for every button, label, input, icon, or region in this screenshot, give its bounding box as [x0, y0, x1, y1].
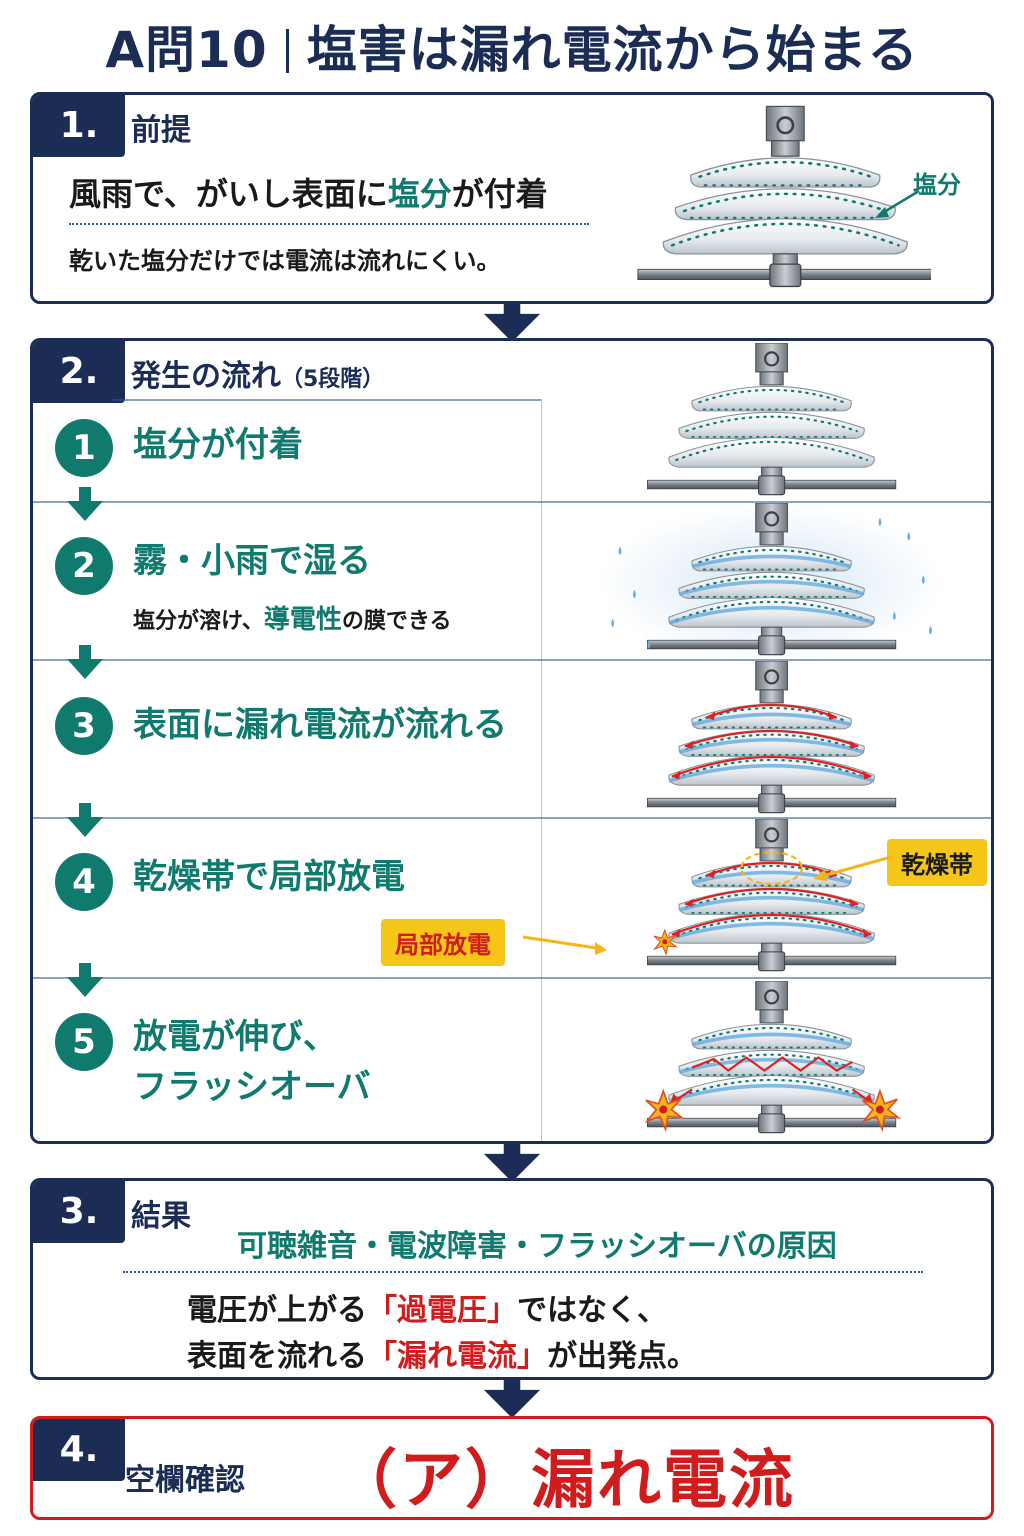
premise-line2: 乾いた塩分だけでは電流は流れにくい。 [69, 247, 501, 275]
flow-arrow-3 [483, 1380, 541, 1418]
title-prefix: A問10 [105, 21, 268, 79]
step-number: 2 [55, 537, 113, 595]
step-number: 1 [55, 419, 113, 477]
step-3-text: 表面に漏れ電流が流れる [133, 705, 507, 745]
step-2-sub-pre: 塩分が溶け、 [133, 609, 264, 634]
process-heading-sub: （5段階） [281, 367, 385, 392]
step-2-sub-emph: 導電性 [263, 605, 342, 635]
dry-band-pointer [813, 855, 892, 881]
step-divider [33, 817, 991, 819]
step-2-illustration [598, 503, 945, 659]
section-number: 1. [33, 95, 125, 157]
premise-divider [69, 223, 589, 225]
step-divider [33, 501, 991, 503]
answer-heading: 空欄確認 [125, 1463, 245, 1498]
step-arrow [67, 487, 103, 521]
step-5-illustration [645, 981, 900, 1134]
flow-arrow-1 [483, 304, 541, 342]
local-discharge-pointer [523, 935, 607, 955]
result-line2-pre: 表面を流れる [187, 1339, 367, 1374]
step-number: 5 [55, 1013, 113, 1071]
result-line1-emph: 「過電圧」 [367, 1293, 517, 1328]
section-number: 2. [33, 341, 125, 403]
step-5-text-line2: フラッシオーバ [133, 1067, 371, 1107]
step-divider [33, 977, 991, 979]
flow-arrow-2 [483, 1144, 541, 1182]
step-1-illustration [646, 343, 897, 496]
result-line2-post: が出発点。 [547, 1339, 697, 1374]
section-process: 2. 発生の流れ（5段階） 1 塩分が付着 2 霧・小雨で湿る 塩分が溶け、導電… [30, 338, 994, 1144]
section-number: 4. [33, 1419, 125, 1481]
salt-pointer-arrow [875, 189, 920, 218]
result-line1-post: ではなく、 [517, 1293, 667, 1328]
page-title: A問10 塩害は漏れ電流から始まる [0, 12, 1024, 88]
premise-line1-emph: 塩分 [387, 175, 452, 213]
premise-line1: 風雨で、がいし表面に塩分が付着 [69, 169, 548, 215]
step-4-illustration [646, 819, 897, 972]
step-2-subtext: 塩分が溶け、導電性の膜できる [133, 599, 451, 636]
premise-line1-pre: 風雨で、がいし表面に [69, 175, 388, 213]
result-line2: 表面を流れる「漏れ電流」が出発点。 [187, 1331, 697, 1375]
local-discharge-callout: 局部放電 [381, 919, 505, 966]
section-result: 3. 結果 可聴雑音・電波障害・フラッシオーバの原因 電圧が上がる「過電圧」では… [30, 1178, 994, 1380]
step-number: 4 [55, 853, 113, 911]
section-heading: 前提 [131, 113, 191, 148]
step-arrow [67, 803, 103, 837]
result-headline: 可聴雑音・電波障害・フラッシオーバの原因 [237, 1229, 837, 1264]
process-heading-text: 発生の流れ [131, 359, 281, 394]
result-line1: 電圧が上がる「過電圧」ではなく、 [187, 1285, 667, 1329]
section-answer: 4. 空欄確認 （ア）漏れ電流 [30, 1416, 994, 1520]
result-divider [123, 1271, 923, 1273]
step-arrow [67, 963, 103, 997]
step-divider [33, 659, 991, 661]
answer-text: （ア）漏れ電流 [333, 1444, 795, 1518]
step-1-text: 塩分が付着 [133, 425, 303, 465]
premise-line1-post: が付着 [451, 175, 548, 213]
dry-band-callout: 乾燥帯 [887, 839, 987, 886]
result-line2-emph: 「漏れ電流」 [367, 1339, 547, 1374]
step-arrow [67, 645, 103, 679]
section-number: 3. [33, 1181, 125, 1243]
step-2-text: 霧・小雨で湿る [133, 541, 371, 581]
result-line1-pre: 電圧が上がる [187, 1293, 367, 1328]
section-premise: 1. 前提 風雨で、がいし表面に塩分が付着 乾いた塩分だけでは電流は流れにくい。… [30, 92, 994, 304]
step-divider [113, 399, 541, 401]
section-heading: 結果 [131, 1199, 191, 1234]
title-separator [285, 29, 289, 73]
section-heading: 発生の流れ（5段階） [131, 351, 384, 395]
salt-label: 塩分 [913, 171, 961, 199]
step-5-text-line1: 放電が伸び、 [133, 1017, 337, 1057]
step-3-illustration [646, 661, 897, 814]
title-main: 塩害は漏れ電流から始まる [306, 21, 919, 79]
column-divider [541, 399, 542, 1141]
step-2-sub-post: の膜できる [341, 609, 452, 634]
step-4-text: 乾燥帯で局部放電 [133, 857, 405, 897]
step-number: 3 [55, 697, 113, 755]
